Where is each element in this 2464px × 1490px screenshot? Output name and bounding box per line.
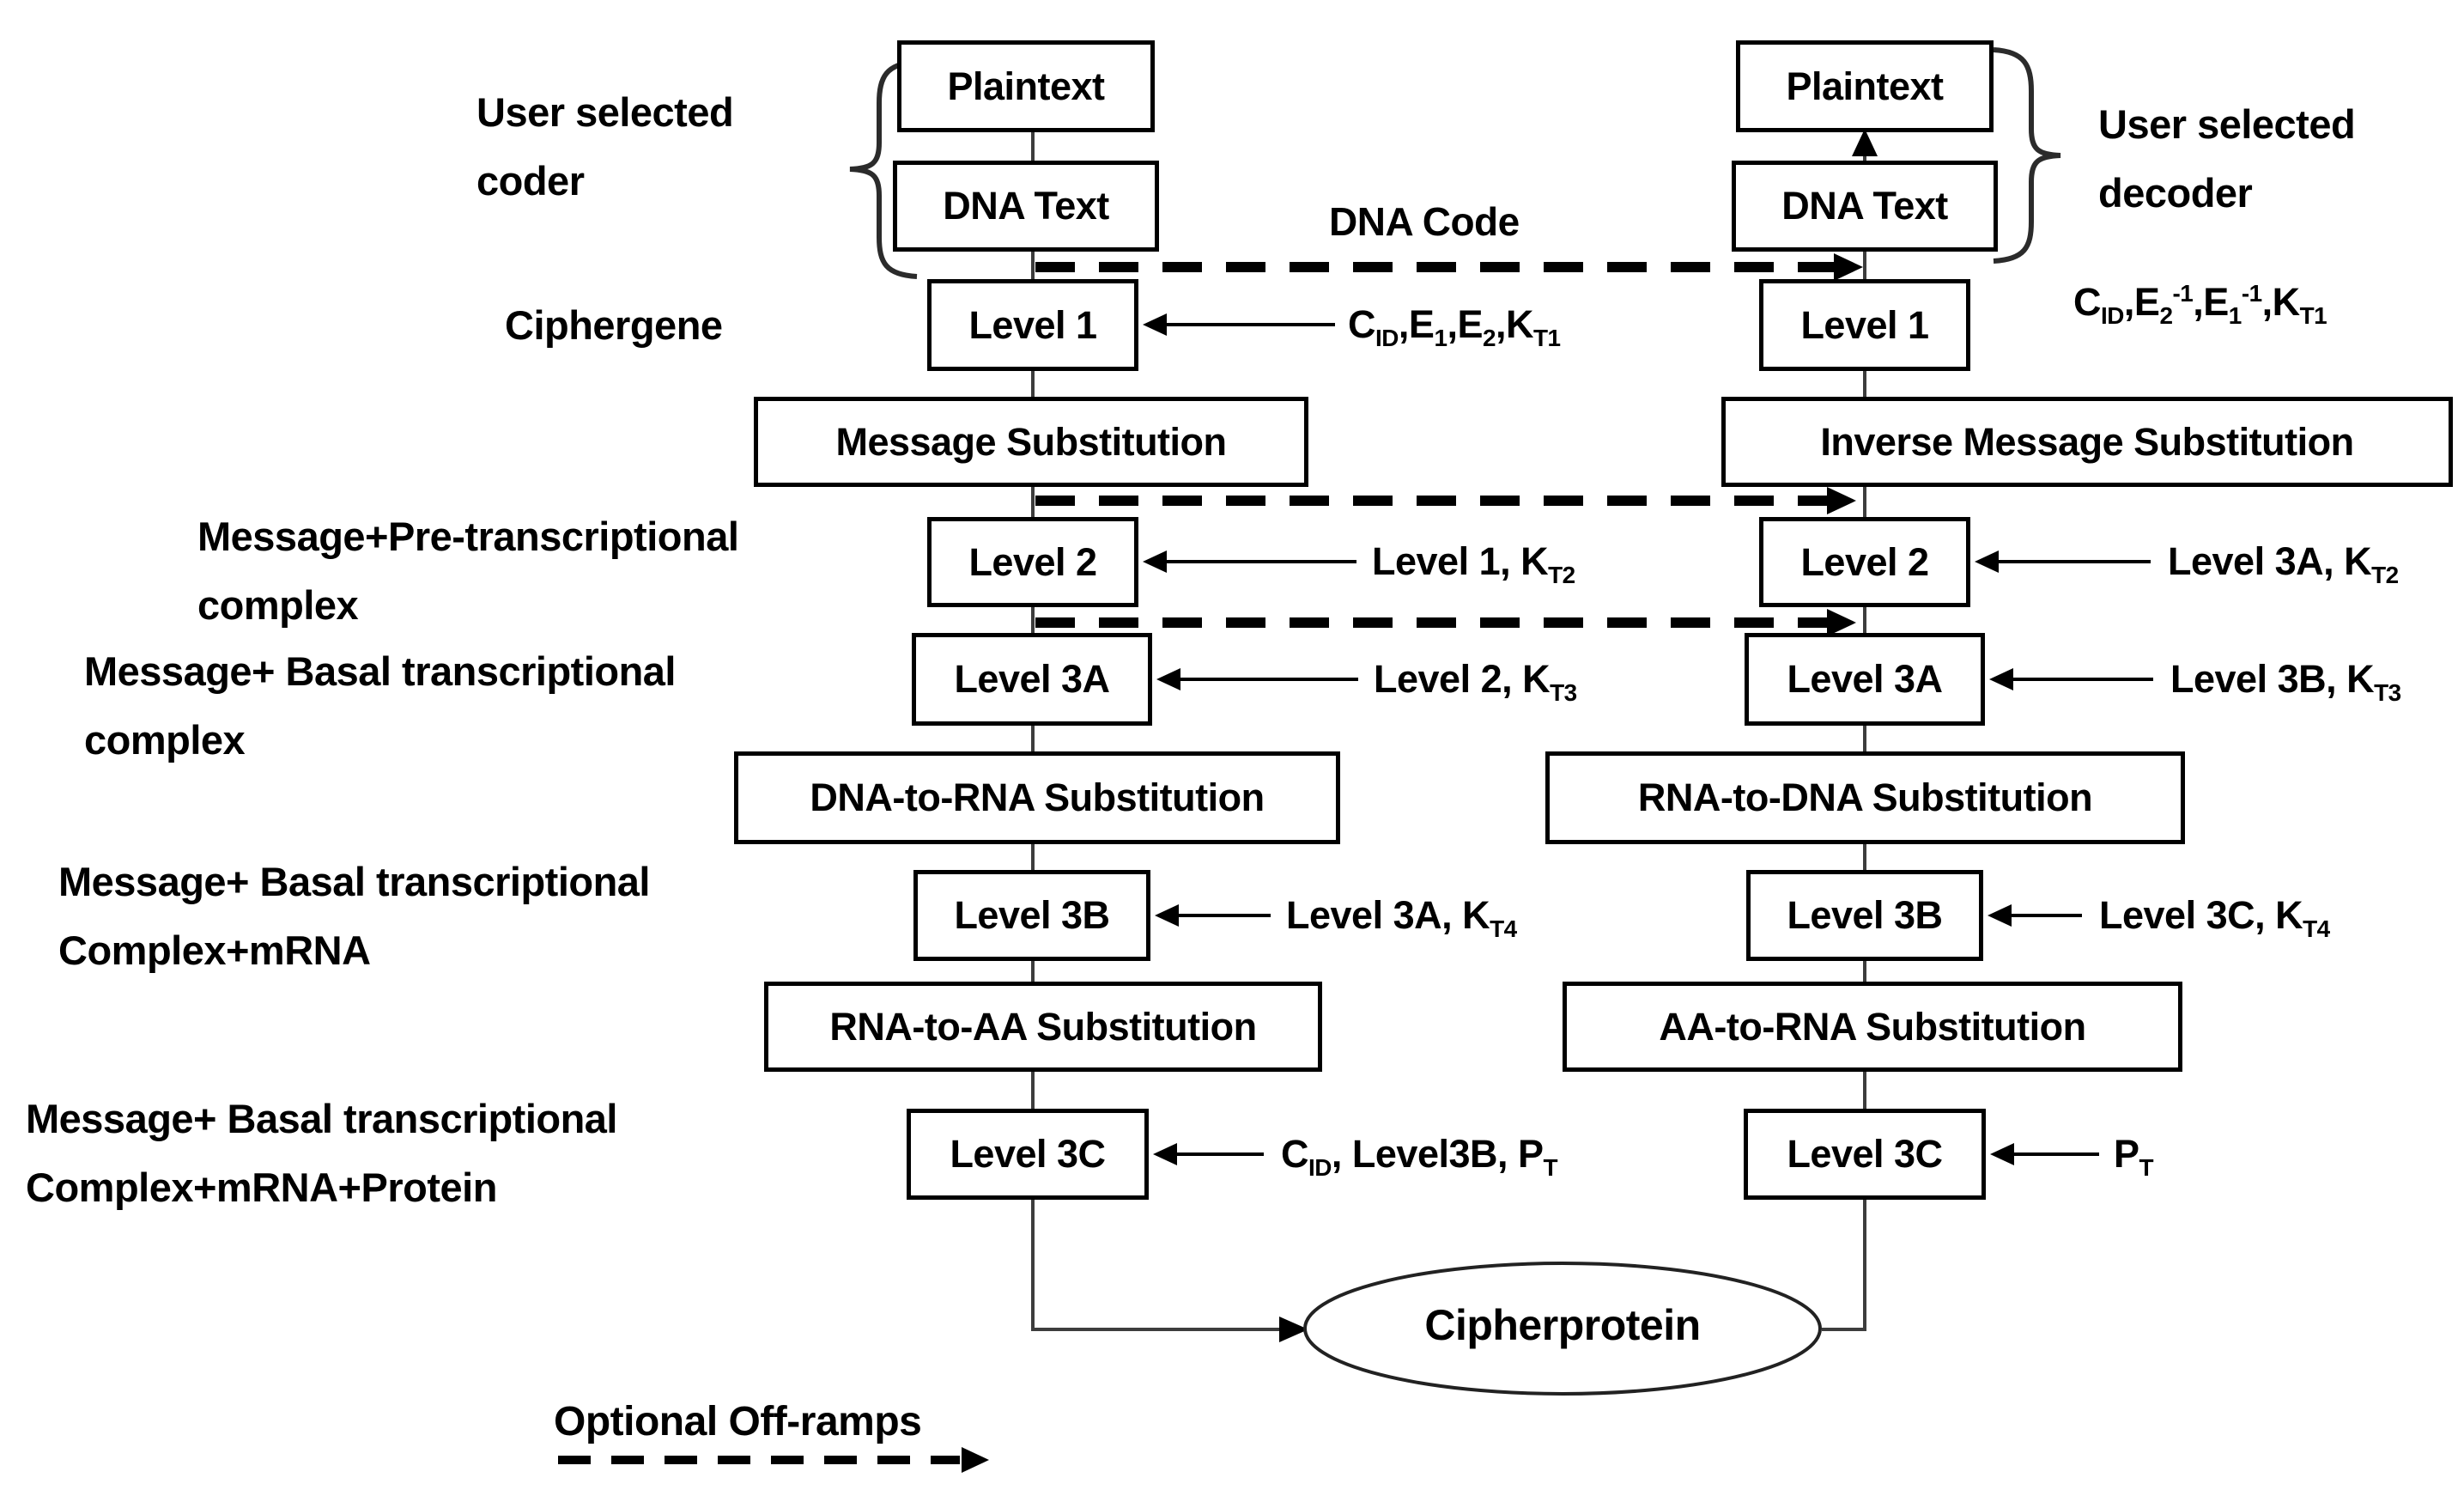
encoder-plaintext-label: Plaintext [947,64,1105,108]
encoder-group-label-line2: coder [476,158,585,204]
encoder-dna-text-label: DNA Text [943,184,1109,228]
encoder-level3c-box: Level 3C [907,1109,1149,1200]
decoder-level3a-label: Level 3A [1787,657,1943,701]
decoder-dna-text-label: DNA Text [1781,184,1948,228]
decoder-brace [1993,47,2061,264]
stage-label-basal-mrna-line1: Message+ Basal transcriptional [58,859,651,904]
encoder-flow-lines [1031,132,1281,1331]
encoder-level3b-keys: Level 3A, KT4 [1286,893,1517,942]
encoder-level2-box: Level 2 [927,517,1138,607]
encoder-dna-text-box: DNA Text [893,161,1159,252]
decoder-level3b-box: Level 3B [1746,870,1983,961]
group-braces [849,47,2061,279]
encoder-level3b-box: Level 3B [913,870,1150,961]
offramp-arrowheads [1827,253,1863,636]
decoder-level3b-label: Level 3B [1787,893,1943,937]
key-input-arrowheads [1143,313,2014,1165]
offramp-dashed-lines [1035,262,1834,628]
decoder-level1-label: Level 1 [1800,302,1929,347]
encoder-level3a-box: Level 3A [912,633,1152,726]
encoder-level1-keys: CID,E1,E2,KT1 [1348,302,1561,351]
decoder-plaintext-arrowhead [1852,129,1878,156]
encoder-dna-to-rna-label: DNA-to-RNA Substitution [810,775,1265,819]
decoder-level1-box: Level 1 [1759,279,1970,371]
cipherprotein-ellipse [1303,1262,1822,1396]
decoder-level2-box: Level 2 [1759,517,1970,607]
decoder-aa-to-rna-label: AA-to-RNA Substitution [1659,1004,2086,1049]
decoder-dna-text-box: DNA Text [1732,161,1998,252]
cipherprotein-in-arrowhead [1279,1317,1308,1342]
decoder-level3c-box: Level 3C [1744,1109,1986,1200]
decoder-inverse-message-substitution-box: Inverse Message Substitution [1721,397,2453,487]
stage-label-basal-transcriptional-line1: Message+ Basal transcriptional [84,648,677,694]
encoder-level1-label: Level 1 [968,302,1097,347]
decoder-level1-keys: CID,E2-1,E1-1,KT1 [2073,280,2327,329]
cipherprotein-label: Cipherprotein [1424,1301,1701,1349]
encoder-level3a-keys: Level 2, KT3 [1374,657,1577,706]
decoder-inverse-message-substitution-label: Inverse Message Substitution [1820,419,2354,464]
encoder-level3c-label: Level 3C [950,1132,1106,1176]
decoder-level3a-keys: Level 3B, KT3 [2170,657,2401,706]
encoder-message-substitution-box: Message Substitution [754,397,1308,487]
encoder-level3c-keys: CID, Level3B, PT [1281,1132,1558,1181]
encoder-level3a-label: Level 3A [954,657,1110,701]
decoder-level3b-keys: Level 3C, KT4 [2099,893,2330,942]
decoder-level3c-keys: PT [2114,1132,2154,1181]
stage-label-basal-mrna-protein-line2: Complex+mRNA+Protein [26,1165,497,1210]
encoder-group-label-line1: User selected [476,89,734,135]
dna-code-label: DNA Code [1329,199,1520,244]
decoder-plaintext-box: Plaintext [1736,40,1994,132]
decoder-group-label-line2: decoder [2098,170,2253,216]
encoder-level1-box: Level 1 [927,279,1138,371]
legend-dashed-arrow [558,1447,989,1473]
stage-label-basal-transcriptional-line2: complex [84,717,246,763]
decoder-flow-lines [1822,139,1866,1331]
decoder-group-label-line1: User selected [2098,101,2356,147]
decoder-level3a-box: Level 3A [1745,633,1985,726]
stage-label-ciphergene: Ciphergene [505,302,723,348]
decoder-rna-to-dna-box: RNA-to-DNA Substitution [1545,751,2185,844]
encoder-level3b-label: Level 3B [954,893,1110,937]
encoder-plaintext-box: Plaintext [897,40,1155,132]
stage-label-basal-mrna-line2: Complex+mRNA [58,927,371,973]
stage-label-basal-mrna-protein-line1: Message+ Basal transcriptional [26,1096,618,1141]
encoder-level2-label: Level 2 [968,539,1097,584]
stage-label-pre-transcriptional-line2: complex [197,582,359,628]
encoder-rna-to-aa-label: RNA-to-AA Substitution [829,1004,1257,1049]
encoder-level2-keys: Level 1, KT2 [1372,539,1575,588]
key-input-arrow-lines [1165,323,2153,1156]
decoder-plaintext-label: Plaintext [1786,64,1944,108]
decoder-level3c-label: Level 3C [1787,1132,1943,1176]
stage-label-pre-transcriptional-line1: Message+Pre-transcriptional [197,514,739,559]
decoder-level2-label: Level 2 [1800,539,1929,584]
legend-label: Optional Off-ramps [554,1399,922,1444]
encoder-brace [849,59,918,279]
encoder-rna-to-aa-box: RNA-to-AA Substitution [764,982,1322,1072]
encoder-message-substitution-label: Message Substitution [835,419,1227,464]
decoder-level2-keys: Level 3A, KT2 [2168,539,2399,588]
decoder-rna-to-dna-label: RNA-to-DNA Substitution [1637,775,2093,819]
decoder-aa-to-rna-box: AA-to-RNA Substitution [1563,982,2182,1072]
encoder-dna-to-rna-box: DNA-to-RNA Substitution [734,751,1340,844]
